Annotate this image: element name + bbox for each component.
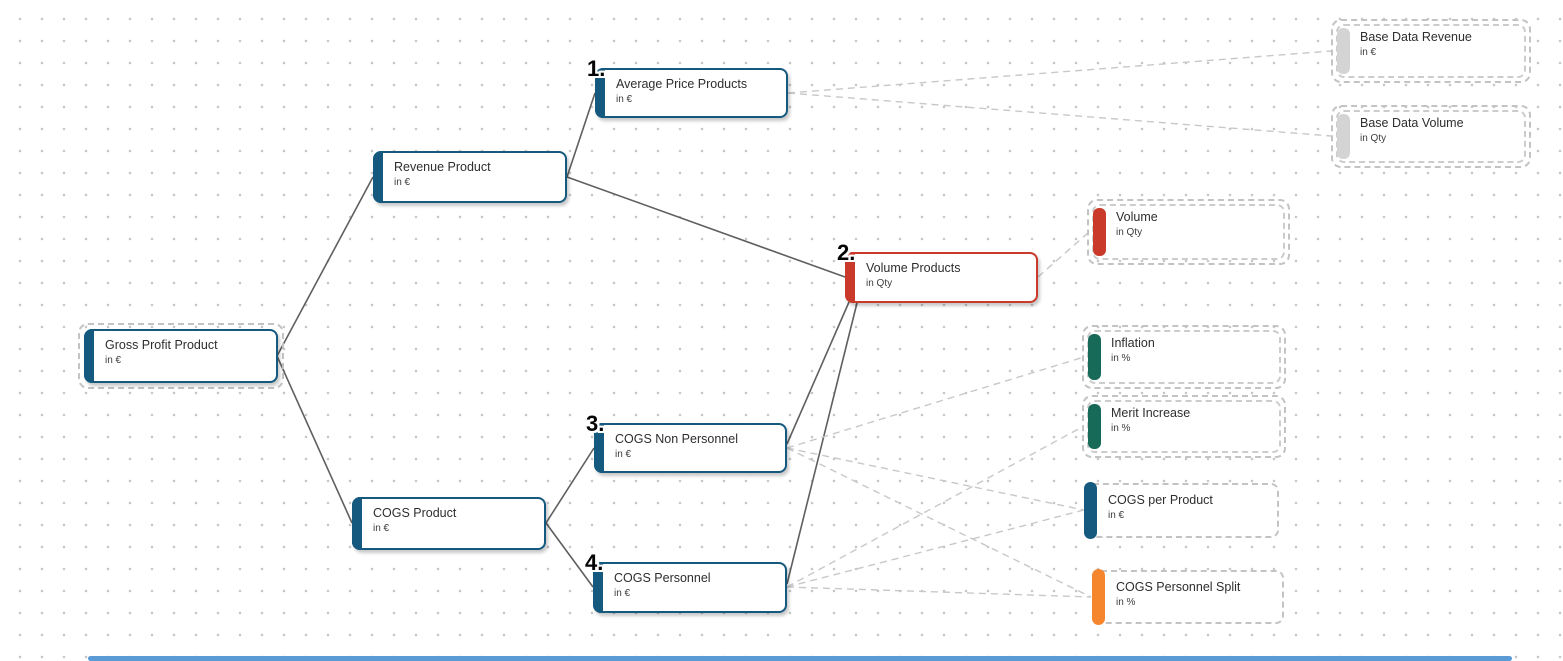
node-unit: in Qty	[1116, 227, 1143, 238]
node-title: Volume	[1116, 210, 1158, 224]
node-title: Average Price Products	[616, 77, 748, 91]
node-volume-products[interactable]: Volume Products in Qty	[845, 252, 1038, 303]
node-outer-frame	[1331, 105, 1531, 168]
node-accent-bar	[373, 151, 383, 203]
node-outer-frame	[1082, 395, 1286, 458]
edge-gross_profit-revenue	[276, 176, 374, 357]
node-accent-bar	[1088, 334, 1101, 380]
node-merit-increase[interactable]: Merit Increase in %	[1082, 395, 1286, 458]
edge-cogs_non_personnel-cogs_personnel_split	[786, 447, 1092, 598]
node-gross-profit-product[interactable]: Gross Profit Product in €	[84, 329, 278, 383]
node-title: Merit Increase	[1111, 406, 1191, 420]
edge-cogs_non_personnel-inflation	[786, 356, 1085, 449]
edge-avg_price-base_data_revenue	[787, 50, 1332, 94]
node-gross-profit-frame: Gross Profit Product in €	[78, 323, 284, 389]
edge-cogs_personnel-merit_increase	[786, 425, 1085, 588]
edge-revenue-volume_products	[566, 176, 846, 278]
node-accent-bar	[593, 562, 603, 613]
edge-avg_price-base_data_volume	[787, 92, 1332, 137]
node-inner-frame	[1336, 110, 1526, 163]
node-accent-bar	[84, 329, 94, 383]
node-order-badge-4: 4.	[585, 550, 604, 575]
node-accent-bar	[352, 497, 362, 550]
node-unit: in €	[373, 523, 390, 534]
node-title: Volume Products	[866, 261, 961, 275]
node-title: COGS Non Personnel	[615, 432, 738, 446]
node-base-data-revenue[interactable]: Base Data Revenue in €	[1331, 19, 1531, 83]
edge-cogs_product-cogs_non_personnel	[545, 447, 595, 524]
node-accent-bar	[1093, 208, 1106, 256]
node-accent-bar	[1092, 569, 1105, 625]
node-accent-bar	[595, 68, 605, 118]
node-title: Base Data Revenue	[1360, 30, 1472, 44]
node-title: COGS Personnel	[614, 571, 711, 585]
node-cogs-personnel-split[interactable]: COGS Personnel Split in %	[1092, 569, 1284, 625]
node-accent-bar	[1088, 404, 1101, 449]
node-inner-frame	[1092, 204, 1285, 260]
node-inner-frame	[1336, 24, 1526, 78]
node-inner-frame	[1087, 400, 1281, 453]
node-unit: in %	[1116, 597, 1136, 608]
node-revenue-product[interactable]: Revenue Product in €	[373, 151, 567, 203]
horizontal-scrollbar-thumb[interactable]	[88, 656, 1512, 661]
node-unit: in Qty	[1360, 133, 1387, 144]
node-accent-bar	[845, 252, 855, 303]
node-inflation[interactable]: Inflation in %	[1082, 325, 1286, 389]
node-title: Gross Profit Product	[105, 338, 218, 352]
node-cogs-non-personnel[interactable]: COGS Non Personnel in €	[594, 423, 787, 473]
node-unit: in €	[105, 355, 122, 366]
node-cogs-per-product[interactable]: COGS per Product in €	[1084, 482, 1279, 539]
node-title: Base Data Volume	[1360, 116, 1464, 130]
edge-gross_profit-cogs_product	[276, 355, 353, 524]
edge-cogs_personnel-cogs_personnel_split	[786, 586, 1092, 598]
node-title: Revenue Product	[394, 160, 491, 174]
node-cogs-product[interactable]: COGS Product in €	[352, 497, 546, 550]
node-title: COGS Product	[373, 506, 457, 520]
edge-volume_products-volume	[1037, 231, 1090, 278]
node-unit: in %	[1111, 423, 1131, 434]
node-base-data-volume[interactable]: Base Data Volume in Qty	[1331, 105, 1531, 168]
node-cogs-personnel[interactable]: COGS Personnel in €	[593, 562, 787, 613]
node-accent-bar	[1337, 28, 1350, 74]
node-unit: in Qty	[866, 278, 893, 289]
edge-cogs_personnel-cogs_per_product	[786, 509, 1085, 588]
edge-cogs_personnel-volume_products	[786, 302, 858, 585]
edge-cogs_non_personnel-cogs_per_product	[786, 447, 1085, 511]
node-unit: in €	[1360, 47, 1377, 58]
node-title: COGS Personnel Split	[1116, 580, 1241, 594]
node-unit: in €	[615, 449, 632, 460]
node-unit: in €	[1108, 510, 1125, 521]
node-accent-bar	[594, 423, 604, 473]
node-average-price-products[interactable]: Average Price Products in €	[595, 68, 788, 118]
node-title: COGS per Product	[1108, 493, 1213, 507]
node-unit: in %	[1111, 353, 1131, 364]
node-unit: in €	[616, 94, 633, 105]
edge-revenue-avg_price	[566, 92, 596, 178]
node-accent-bar	[1337, 114, 1350, 159]
node-order-badge-1: 1.	[587, 56, 606, 81]
node-order-badge-3: 3.	[586, 411, 605, 436]
edge-cogs_non_personnel-volume_products	[786, 301, 850, 445]
node-outer-frame	[1087, 199, 1290, 265]
node-unit: in €	[394, 177, 411, 188]
node-unit: in €	[614, 588, 631, 599]
node-outer-frame	[1082, 325, 1286, 389]
node-volume[interactable]: Volume in Qty	[1087, 199, 1290, 265]
node-accent-bar	[1084, 482, 1097, 539]
node-order-badge-2: 2.	[837, 240, 856, 265]
node-title: Inflation	[1111, 336, 1155, 350]
edge-cogs_product-cogs_personnel	[545, 522, 594, 588]
node-outer-frame	[1331, 19, 1531, 83]
